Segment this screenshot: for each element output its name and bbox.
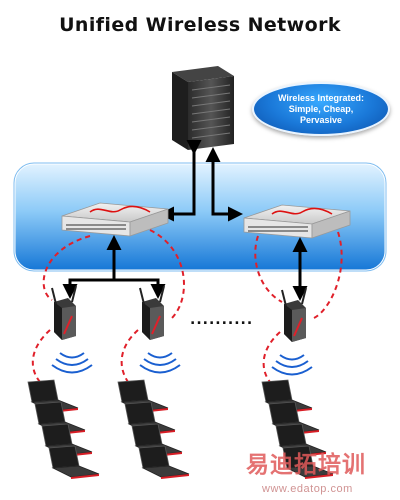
callout-bubble: Wireless Integrated: Simple, Cheap, Perv… — [252, 82, 390, 136]
wireless-control-links — [42, 229, 343, 321]
wireless-client-links — [31, 329, 281, 383]
network-switch-left-icon — [61, 202, 169, 237]
server-rack-icon — [172, 66, 234, 150]
wireless-signal-icon — [51, 352, 313, 376]
laptop-icon — [282, 445, 334, 479]
wireless-access-point-icon — [281, 287, 307, 342]
laptop-stack-icon — [261, 379, 334, 479]
callout-line-1: Wireless Integrated: — [278, 92, 364, 103]
watermark-logo-text: 易迪拓培训 — [246, 452, 366, 478]
callout-line-3: Pervasive — [299, 114, 343, 125]
network-switch-right-icon — [243, 204, 351, 239]
wired-links-server — [159, 140, 243, 222]
laptop-stack-icon — [117, 379, 190, 479]
watermark-url: www.edatop.com — [262, 483, 353, 495]
laptop-icon — [138, 445, 190, 479]
callout-line-2: Simple, Cheap, — [288, 103, 354, 114]
wireless-access-point-icon — [139, 285, 165, 340]
laptop-stacks — [27, 379, 334, 479]
laptop-stack-icon — [27, 379, 100, 479]
wired-links-ap — [62, 235, 308, 301]
laptop-icon — [48, 445, 100, 479]
diagram-title: Unified Wireless Network — [59, 14, 341, 36]
more-access-points-ellipsis: .......... — [190, 312, 254, 328]
wireless-access-point-icon — [51, 285, 77, 340]
